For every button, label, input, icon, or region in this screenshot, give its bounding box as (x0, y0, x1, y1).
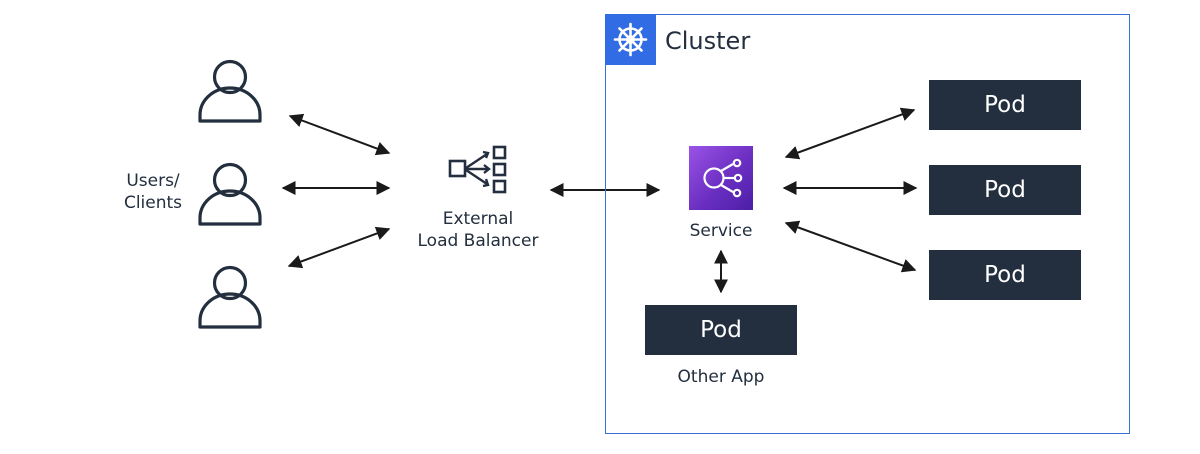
cluster-badge (605, 14, 656, 65)
users-label-line1: Users/ (126, 171, 180, 191)
service-icon (689, 146, 753, 210)
pod-1: Pod (929, 80, 1081, 130)
service-label: Service (689, 221, 753, 241)
kubernetes-helm-icon (613, 22, 648, 57)
cluster-title: Cluster (665, 27, 751, 55)
user-icon (198, 265, 262, 329)
users-clients-label: Users/ Clients (108, 170, 198, 214)
load-balancer-label: External Load Balancer (398, 208, 558, 252)
other-app-pod: Pod (645, 305, 797, 355)
pod-3: Pod (929, 250, 1081, 300)
cluster-boundary (605, 14, 1130, 434)
load-balancer-label-line1: External (442, 209, 514, 229)
arrow-user1-lb (288, 113, 391, 156)
user-icon (198, 162, 262, 226)
other-app-label: Other App (677, 367, 765, 387)
users-label-line2: Clients (123, 193, 183, 213)
load-balancer-icon (448, 145, 507, 194)
arrow-service-pod1 (784, 107, 916, 160)
user-icon (198, 59, 262, 123)
arrow-user3-lb (287, 226, 391, 269)
load-balancer-label-line2: Load Balancer (417, 231, 539, 251)
pod-2: Pod (929, 165, 1081, 215)
service-endpoints-icon (703, 158, 743, 198)
arrow-service-pod3 (784, 220, 917, 273)
